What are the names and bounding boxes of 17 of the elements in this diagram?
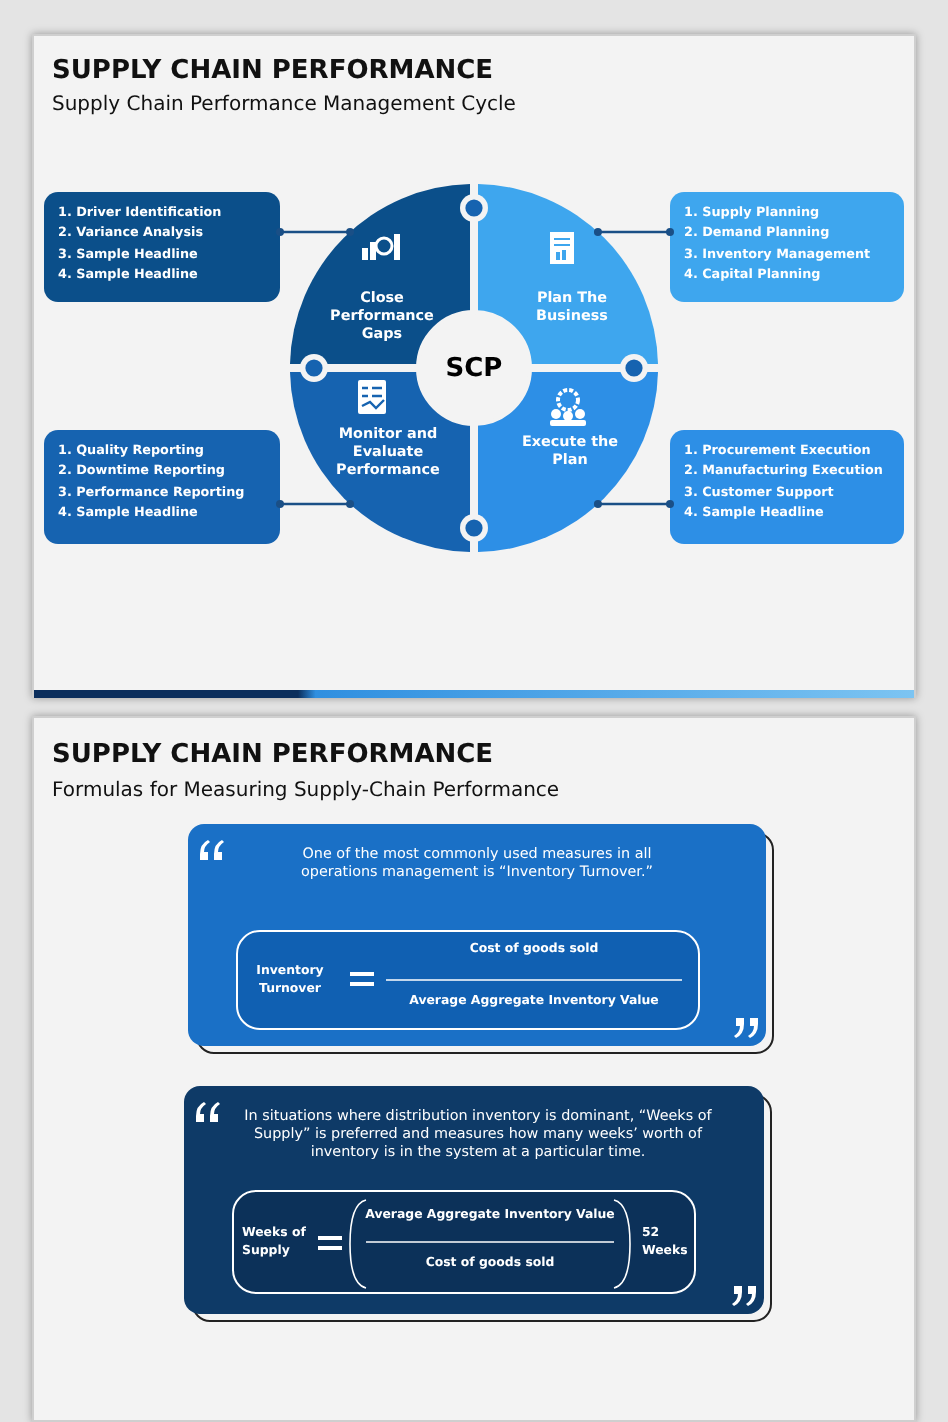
connector-line — [276, 228, 355, 236]
formula-panel — [236, 930, 700, 1030]
list-panel — [670, 192, 904, 302]
connector-line — [593, 500, 674, 508]
connector-line — [593, 228, 674, 236]
connector-line — [276, 500, 355, 508]
quote-card — [184, 1086, 764, 1314]
slide-title: SUPPLY CHAIN PERFORMANCE — [52, 56, 494, 86]
center-label: SCP — [445, 353, 503, 383]
formula-panel — [232, 1190, 696, 1294]
slide-subtitle: Formulas for Measuring Supply-Chain Performance — [52, 780, 560, 802]
list-panel — [670, 430, 904, 544]
quote-card — [188, 824, 766, 1046]
slide-title: SUPPLY CHAIN PERFORMANCE — [52, 740, 494, 770]
list-panel — [44, 430, 280, 544]
slide-subtitle: Supply Chain Performance Management Cycle — [52, 94, 516, 116]
list-panel — [44, 192, 280, 302]
